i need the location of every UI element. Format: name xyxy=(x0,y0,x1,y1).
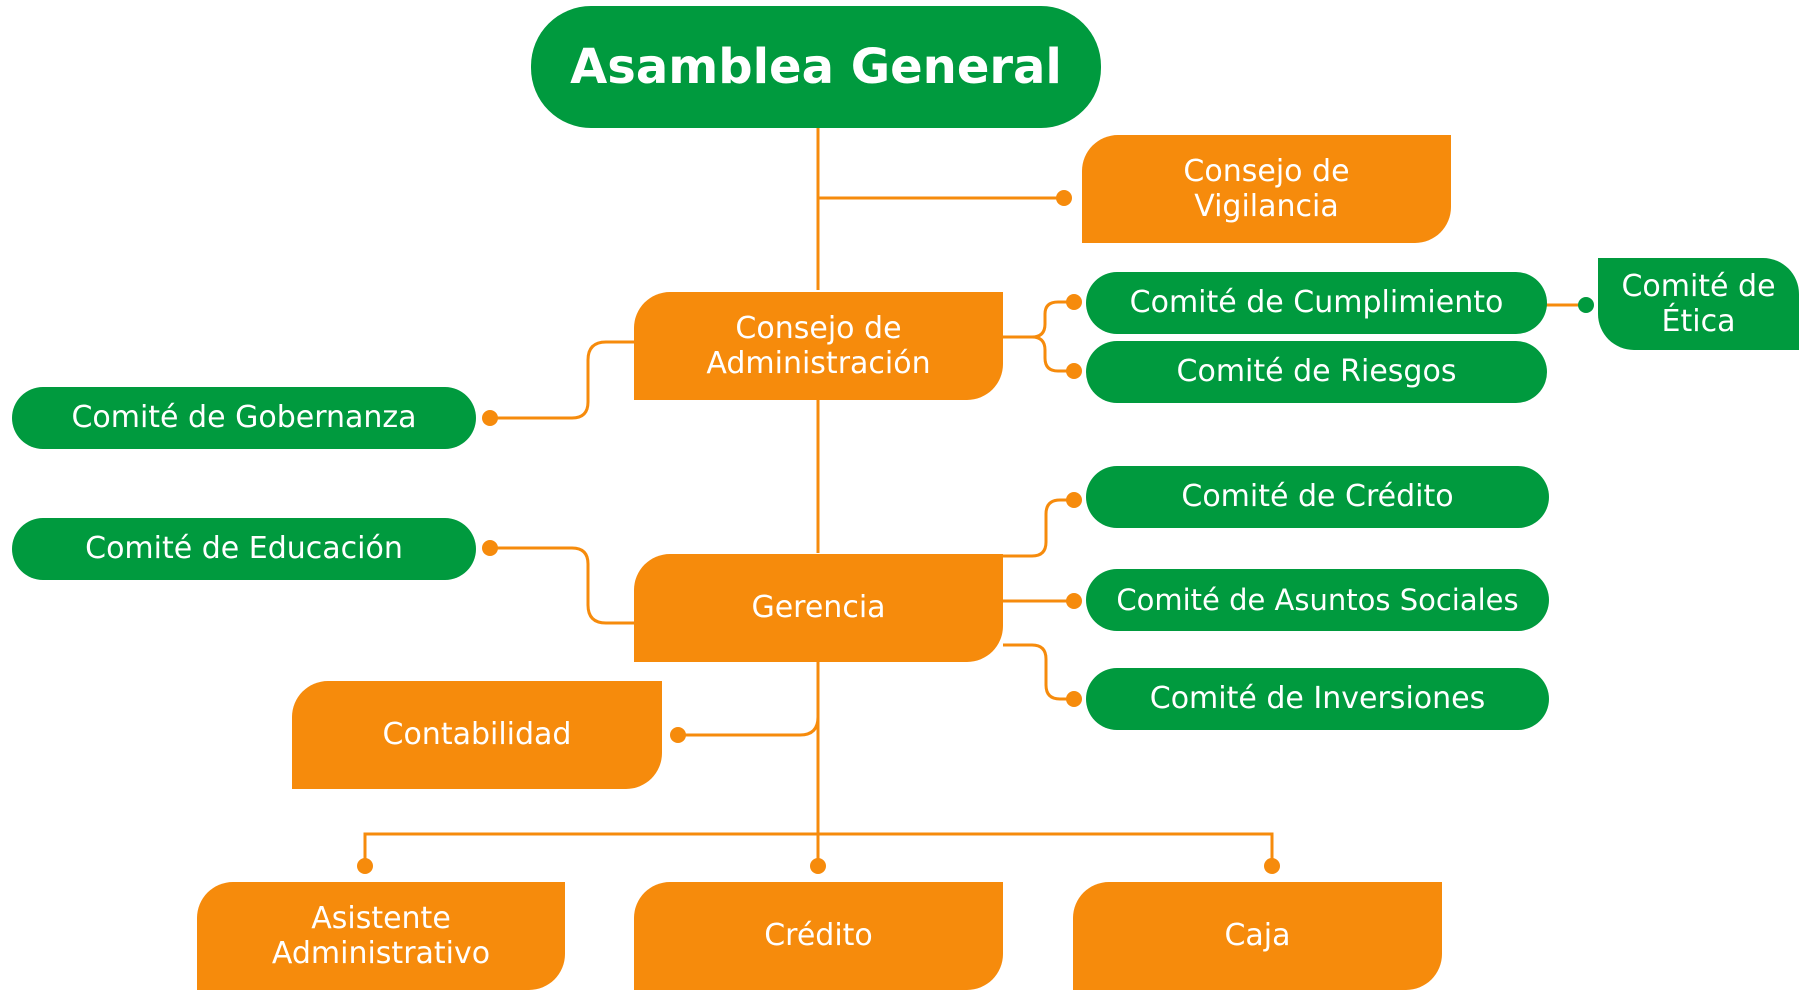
node-comite-credito: Comité de Crédito xyxy=(1086,466,1549,528)
node-label: Asamblea General xyxy=(570,38,1062,95)
connector-educacion xyxy=(490,546,634,625)
connector-contabilidad xyxy=(678,716,820,737)
node-label: Comité de Riesgos xyxy=(1176,354,1457,390)
connector-inversiones xyxy=(1003,643,1072,701)
dot-inversiones xyxy=(1066,691,1082,707)
node-contabilidad: Contabilidad xyxy=(292,681,662,789)
dot-cumplimiento xyxy=(1066,294,1082,310)
dot-comite-credito xyxy=(1066,492,1082,508)
node-consejo-administracion: Consejo de Administración xyxy=(634,292,1003,400)
connector-riesgos xyxy=(1031,335,1072,373)
node-label: Comité de Inversiones xyxy=(1149,681,1486,717)
node-label: Crédito xyxy=(764,918,873,954)
node-credito: Crédito xyxy=(634,882,1003,990)
connector-gobernanza xyxy=(490,340,634,420)
node-label: Caja xyxy=(1224,918,1291,954)
node-label: Comité de Asuntos Sociales xyxy=(1116,582,1519,617)
node-label: Consejo de Vigilancia xyxy=(1183,153,1350,224)
node-caja: Caja xyxy=(1073,882,1442,990)
connector-comite-credito xyxy=(1003,498,1072,558)
dot-credito xyxy=(810,858,826,874)
node-label: Asistente Administrativo xyxy=(271,900,491,971)
dot-educacion xyxy=(482,540,498,556)
node-label: Gerencia xyxy=(751,590,886,626)
dot-riesgos xyxy=(1066,363,1082,379)
node-gerencia: Gerencia xyxy=(634,554,1003,662)
node-label: Consejo de Administración xyxy=(706,310,931,381)
node-label: Comité de Crédito xyxy=(1181,479,1454,515)
dot-asuntos xyxy=(1066,593,1082,609)
node-asistente-administrativo: Asistente Administrativo xyxy=(197,882,565,990)
connector-bottom xyxy=(363,832,1274,866)
dot-asistente xyxy=(357,858,373,874)
node-label: Comité de Gobernanza xyxy=(71,400,417,436)
node-comite-etica: Comité de Ética xyxy=(1598,258,1799,350)
dot-contabilidad xyxy=(670,727,686,743)
node-comite-educacion: Comité de Educación xyxy=(12,518,476,580)
node-label: Comité de Ética xyxy=(1621,268,1776,339)
node-consejo-vigilancia: Consejo de Vigilancia xyxy=(1082,135,1451,243)
node-label: Contabilidad xyxy=(382,717,572,753)
node-comite-riesgos: Comité de Riesgos xyxy=(1086,341,1547,403)
node-comite-gobernanza: Comité de Gobernanza xyxy=(12,387,476,449)
node-label: Comité de Educación xyxy=(85,531,403,567)
dot-vigilancia xyxy=(1056,190,1072,206)
node-asamblea-general: Asamblea General xyxy=(531,6,1101,128)
dot-caja xyxy=(1264,858,1280,874)
node-label: Comité de Cumplimiento xyxy=(1129,285,1504,321)
dot-etica xyxy=(1578,297,1594,313)
node-comite-asuntos-sociales: Comité de Asuntos Sociales xyxy=(1086,569,1549,631)
node-comite-cumplimiento: Comité de Cumplimiento xyxy=(1086,272,1547,334)
node-comite-inversiones: Comité de Inversiones xyxy=(1086,668,1549,730)
connector-cumplimiento xyxy=(1003,300,1072,339)
dot-gobernanza xyxy=(482,410,498,426)
